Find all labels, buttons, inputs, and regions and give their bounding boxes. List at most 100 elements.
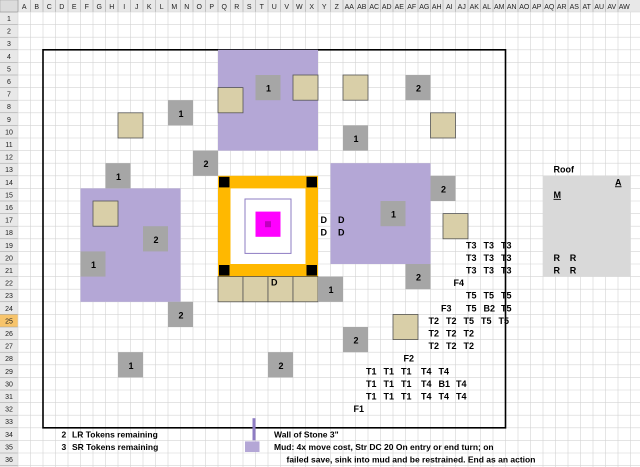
column-header-aa[interactable]: AA [345,4,355,11]
row-header-16[interactable]: 16 [5,205,13,212]
column-header-au[interactable]: AU [594,4,604,11]
sr-token[interactable] [193,150,218,176]
column-header-av[interactable]: AV [607,4,616,11]
row-header-29[interactable]: 29 [5,369,13,376]
column-header-ae[interactable]: AE [395,4,405,11]
column-header-d[interactable]: D [59,4,64,11]
column-header-k[interactable]: K [147,4,152,11]
column-header-w[interactable]: W [296,4,303,11]
column-header-c[interactable]: C [47,4,52,11]
column-header-f[interactable]: F [85,4,89,11]
sr-token[interactable] [318,276,343,302]
sr-token[interactable] [268,352,293,378]
column-header-an[interactable]: AN [507,4,517,11]
column-header-aq[interactable]: AQ [544,4,555,11]
sr-token[interactable] [168,100,193,126]
row-header-32[interactable]: 32 [5,407,13,414]
column-header-h[interactable]: H [109,4,114,11]
column-header-p[interactable]: P [209,4,214,11]
row-header-35[interactable]: 35 [5,444,13,451]
row-header-28[interactable]: 28 [5,356,13,363]
column-header-ah[interactable]: AH [432,4,442,11]
sr-token[interactable] [255,75,281,101]
column-header-z[interactable]: Z [335,4,340,11]
column-header-ac[interactable]: AC [369,4,379,11]
lr-token[interactable] [392,313,419,340]
column-header-u[interactable]: U [272,4,277,11]
column-header-s[interactable]: S [247,4,252,11]
column-header-ao[interactable]: AO [519,4,530,11]
lr-token[interactable] [117,112,144,139]
column-header-a[interactable]: A [22,4,27,11]
row-header-25[interactable]: 25 [5,318,13,325]
row-header-20[interactable]: 20 [5,255,13,262]
tan-block[interactable] [242,276,269,303]
column-header-as[interactable]: AS [570,4,580,11]
sr-token[interactable] [343,327,368,353]
sr-token[interactable] [405,75,431,101]
select-all-corner[interactable] [0,0,19,13]
tan-block[interactable] [292,276,319,303]
tan-block[interactable] [267,276,294,303]
column-header-aw[interactable]: AW [619,4,630,11]
row-header-26[interactable]: 26 [5,331,13,338]
lr-token[interactable] [92,200,119,227]
row-header-17[interactable]: 17 [5,218,13,225]
row-header-21[interactable]: 21 [5,268,13,275]
column-header-q[interactable]: Q [222,4,228,11]
row-header-9[interactable]: 9 [7,117,11,124]
row-header-27[interactable]: 27 [5,344,13,351]
column-header-x[interactable]: X [309,4,314,11]
column-header-r[interactable]: R [234,4,239,11]
row-header-2[interactable]: 2 [7,29,11,36]
roof-panel[interactable] [543,175,631,277]
lr-token[interactable] [442,213,469,240]
column-header-ad[interactable]: AD [382,4,392,11]
row-header-31[interactable]: 31 [5,394,13,401]
column-header-ar[interactable]: AR [557,4,567,11]
column-header-v[interactable]: V [284,4,289,11]
column-header-al[interactable]: AL [482,4,491,11]
column-header-ab[interactable]: AB [357,4,367,11]
column-header-e[interactable]: E [72,4,77,11]
row-header-19[interactable]: 19 [5,243,13,250]
column-header-at[interactable]: AT [583,4,592,11]
sr-token[interactable] [343,125,368,151]
column-header-t[interactable]: T [260,4,265,11]
row-header-8[interactable]: 8 [7,104,11,111]
column-header-m[interactable]: M [171,4,177,11]
sr-token[interactable] [430,175,456,201]
lr-token[interactable] [342,74,369,101]
sr-token[interactable] [168,301,193,327]
column-header-af[interactable]: AF [407,4,416,11]
row-header-18[interactable]: 18 [5,230,13,237]
lr-token[interactable] [430,112,456,139]
row-header-36[interactable]: 36 [5,457,13,464]
lr-token[interactable] [217,87,244,114]
column-header-ag[interactable]: AG [419,4,429,11]
column-header-o[interactable]: O [197,4,203,11]
column-header-am[interactable]: AM [494,4,505,11]
lr-token[interactable] [292,74,319,101]
row-header-11[interactable]: 11 [5,142,12,149]
column-header-i[interactable]: I [123,4,125,11]
column-header-aj[interactable]: AJ [458,4,466,11]
row-header-12[interactable]: 12 [5,155,13,162]
row-header-34[interactable]: 34 [5,432,13,439]
tan-block[interactable] [217,276,244,303]
row-header-6[interactable]: 6 [7,79,11,86]
row-header-23[interactable]: 23 [5,293,13,300]
row-header-33[interactable]: 33 [5,419,13,426]
column-header-j[interactable]: J [135,4,139,11]
row-header-15[interactable]: 15 [5,192,13,199]
column-header-b[interactable]: B [34,4,39,11]
column-header-ap[interactable]: AP [532,4,542,11]
row-header-4[interactable]: 4 [7,54,11,61]
column-header-n[interactable]: N [184,4,189,11]
sr-token[interactable] [80,251,106,277]
row-header-13[interactable]: 13 [5,167,13,174]
row-header-5[interactable]: 5 [7,66,11,73]
sr-token[interactable] [105,163,131,189]
row-header-14[interactable]: 14 [5,180,13,187]
